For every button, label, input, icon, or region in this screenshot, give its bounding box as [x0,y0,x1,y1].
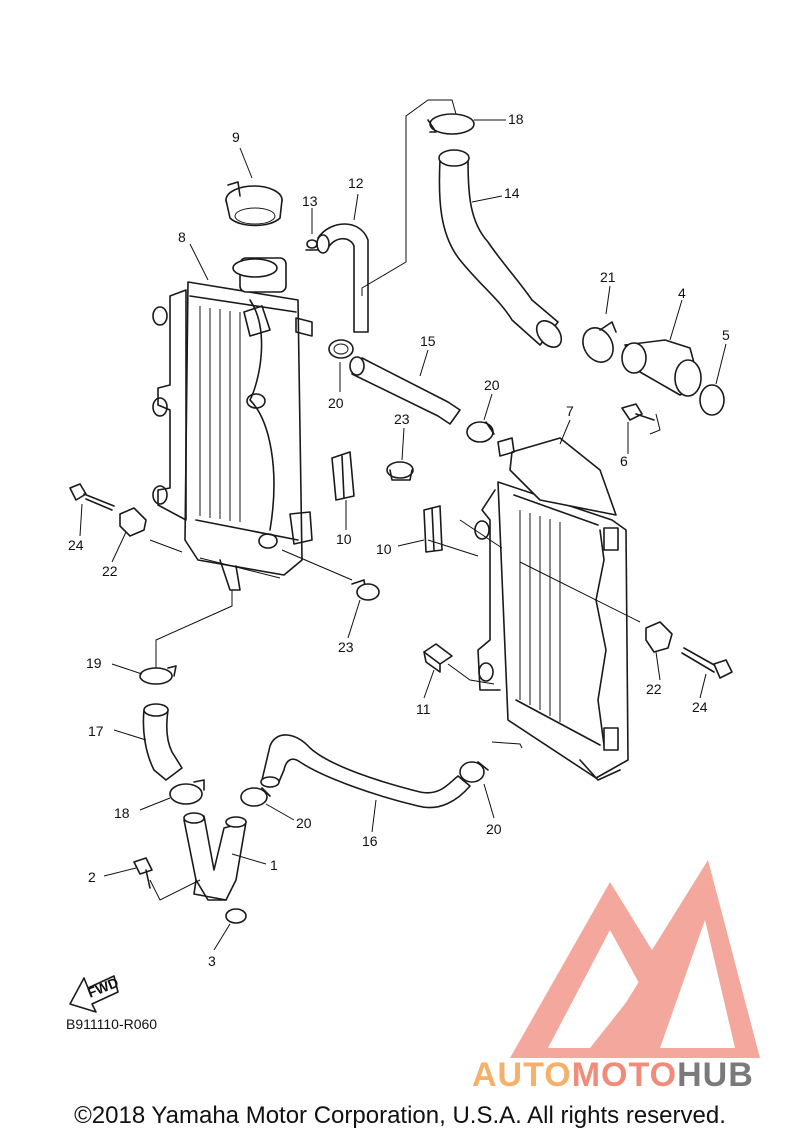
callout-11: 11 [416,701,431,717]
callout-17: 17 [88,723,104,739]
callout-24-left: 24 [68,537,84,553]
clip-13 [305,239,319,251]
collar-22-right [645,621,673,653]
callout-24-right: 24 [692,699,708,715]
callout-2: 2 [88,869,96,885]
o-ring-3 [225,908,247,924]
damper-10-right [423,505,443,553]
callout-7: 7 [566,403,574,419]
callout-20-a: 20 [484,377,500,393]
callout-3: 3 [208,953,216,969]
callout-23-upper: 23 [394,411,410,427]
hose-12 [316,223,369,333]
callout-8: 8 [178,229,186,245]
callout-1: 1 [270,857,278,873]
diagram-code: B911110-R060 [66,1016,158,1032]
watermark-part-hub: HUB [677,1056,754,1094]
water-pipe-1 [183,812,247,901]
callout-4: 4 [678,285,686,301]
callout-15: 15 [420,333,436,349]
watermark-part-auto: AUTO [472,1056,572,1094]
callout-5: 5 [722,327,730,343]
damper-10-left [331,451,355,501]
bolt-24-right [681,647,733,679]
callout-21: 21 [600,269,616,285]
callout-13: 13 [302,193,318,209]
right-radiator [474,437,629,781]
clamp-20-upper-left [328,339,354,359]
radiator-cap [225,181,283,227]
callout-6: 6 [620,453,628,469]
callout-10-left: 10 [336,531,352,547]
clamp-18-top [427,113,475,135]
hose-16 [260,734,471,809]
hose-14 [438,149,563,348]
callout-12: 12 [348,175,364,191]
callout-10-right: 10 [376,541,392,557]
callout-9: 9 [232,129,240,145]
callout-22-left: 22 [102,563,118,579]
clamp-20-lower-left [240,787,271,807]
watermark-logo [510,860,760,1058]
thermostat-cover-4 [621,339,702,397]
left-radiator [152,257,313,591]
collar-22-left [119,507,147,537]
callout-14: 14 [504,185,520,201]
callout-23-lower: 23 [338,639,354,655]
callout-labels: 9 8 13 12 18 14 21 4 5 15 20 20 23 7 6 1… [68,111,730,969]
clamp-21 [582,321,617,363]
watermark-part-moto: MOTO [571,1056,678,1094]
bolt-2 [133,857,153,889]
callout-20-d: 20 [486,821,502,837]
callout-20-b: 20 [328,395,344,411]
clamp-19 [139,665,177,685]
clamp-20-upper-right [466,421,495,443]
hose-15 [349,356,461,425]
reference-lines [149,99,661,901]
clamp-20-lower-right [459,761,489,783]
o-ring-5 [699,384,725,416]
clamp-18-bottom [169,779,205,805]
watermark-text: AUTOMOTOHUB [472,1056,754,1095]
hose-17 [142,703,183,781]
copyright-footer: ©2018 Yamaha Motor Corporation, U.S.A. A… [74,1102,726,1129]
bolt-24-left [69,483,115,511]
grommet-23-upper [386,461,414,481]
leader-lines [79,119,727,951]
callout-16: 16 [362,833,378,849]
grommet-23-lower [351,579,380,601]
fwd-arrow-icon: FWD [69,974,121,1013]
damper-11 [423,643,453,673]
callout-19: 19 [86,655,102,671]
callout-20-c: 20 [296,815,312,831]
bolt-6 [621,403,655,421]
callout-18-top: 18 [508,111,524,127]
callout-22-right: 22 [646,681,662,697]
callout-18-bottom: 18 [114,805,130,821]
